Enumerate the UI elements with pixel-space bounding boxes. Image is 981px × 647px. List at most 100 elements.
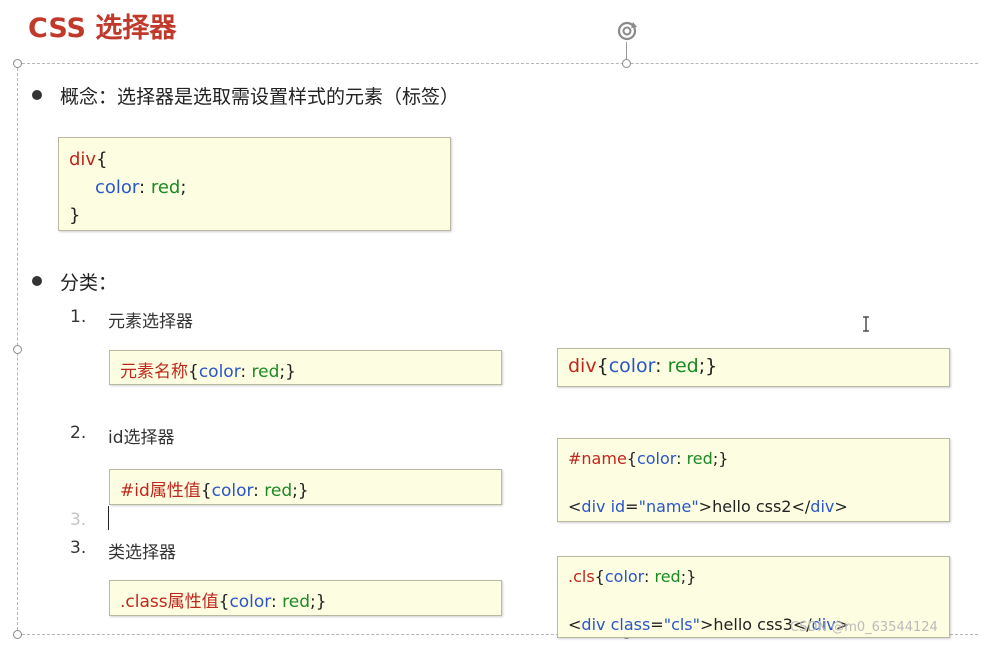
- example-html-line: <div id="name">hello css2</div>: [568, 495, 949, 519]
- example-rule-close: ;}: [680, 567, 697, 586]
- concept-text: 概念：选择器是选取需设置样式的元素（标签）: [60, 86, 460, 108]
- example-rule-line: #name{color: red;}: [568, 447, 949, 471]
- syntax-open-brace: {: [218, 592, 230, 612]
- code-semicolon: ;: [180, 177, 187, 198]
- classification-label: 分类：: [60, 272, 118, 294]
- list-item-element-selector: 元素选择器: [108, 312, 193, 332]
- rotate-handle-icon[interactable]: [614, 18, 640, 44]
- bullet-icon: [32, 90, 42, 100]
- resize-handle-top-center[interactable]: [622, 59, 631, 68]
- syntax-open-brace: {: [200, 481, 212, 501]
- text-cursor-icon: [861, 316, 871, 332]
- example-rule-colon: :: [676, 449, 687, 468]
- example-rule-value: red: [686, 449, 713, 468]
- example-rule-property: color: [604, 567, 644, 586]
- example-html-line: <div class="cls">hello css3</div>: [568, 613, 949, 637]
- syntax-selector: .class属性值: [120, 592, 219, 612]
- selection-border-bottom: [17, 634, 978, 635]
- syntax-property: color: [198, 362, 241, 382]
- example-rule-open: {: [626, 449, 637, 468]
- list-item-class-selector: 类选择器: [108, 543, 176, 563]
- html-gt: >: [700, 615, 714, 634]
- example-selector: div: [568, 355, 597, 377]
- watermark: CSDN @m0_63544124: [790, 620, 938, 635]
- html-eq: =: [625, 497, 639, 516]
- code-value: red: [150, 177, 181, 198]
- syntax-colon: :: [271, 592, 283, 612]
- example-spacer: [568, 589, 949, 613]
- example-rule-property: color: [636, 449, 677, 468]
- example-value: red: [667, 355, 699, 377]
- example-open-brace: {: [596, 355, 609, 377]
- html-end-lt: </: [792, 615, 812, 634]
- list-number-2: 2.: [70, 423, 87, 443]
- html-gt: >: [698, 497, 713, 516]
- syntax-colon: :: [253, 481, 265, 501]
- html-text: hello css3: [713, 615, 793, 634]
- example-rule-close: ;}: [712, 449, 729, 468]
- code-colon: :: [139, 177, 151, 198]
- syntax-property: color: [229, 592, 271, 612]
- text-caret[interactable]: [108, 506, 109, 530]
- syntax-colon: :: [240, 362, 252, 382]
- element-selector-example-box: div{color: red;}: [557, 348, 950, 387]
- element-selector-syntax-box: 元素名称{color: red;}: [109, 350, 502, 385]
- example-rule-value: red: [654, 567, 681, 586]
- example-colon: :: [655, 355, 668, 377]
- html-lt: <: [568, 497, 582, 516]
- resize-handle-bottom-left[interactable]: [13, 630, 22, 639]
- syntax-value: red: [251, 362, 280, 382]
- list-number-1: 1.: [70, 307, 87, 327]
- syntax-close: ;}: [292, 481, 309, 501]
- code-property: color: [95, 177, 140, 198]
- slide-title: CSS 选择器: [28, 13, 177, 44]
- stray-list-number: 3.: [70, 510, 87, 530]
- resize-handle-top-left[interactable]: [13, 59, 22, 68]
- html-tag: div: [581, 497, 606, 516]
- code-selector: div: [69, 149, 97, 170]
- example-spacer: [568, 471, 949, 495]
- rotate-handle-connector: [626, 42, 627, 62]
- syntax-open-brace: {: [188, 362, 199, 382]
- selection-border-top: [17, 63, 978, 64]
- example-rule-selector: .cls: [568, 567, 595, 586]
- code-line-2: color: red;: [69, 174, 450, 202]
- html-attr-value: "name": [638, 497, 699, 516]
- code-open-brace: {: [96, 149, 108, 170]
- syntax-value: red: [282, 592, 311, 612]
- html-tag: div: [581, 615, 606, 634]
- html-end-lt: </: [791, 497, 811, 516]
- class-selector-syntax-box: .class属性值{color: red;}: [109, 580, 502, 616]
- html-eq: =: [650, 615, 664, 634]
- syntax-selector: #id属性值: [120, 481, 201, 501]
- example-rule-line: .cls{color: red;}: [568, 565, 949, 589]
- html-text: hello css2: [712, 497, 792, 516]
- html-end-gt: >: [834, 497, 848, 516]
- html-end-gt: >: [835, 615, 850, 634]
- html-lt: <: [568, 615, 582, 634]
- syntax-value: red: [264, 481, 293, 501]
- example-rule-selector: #name: [568, 449, 627, 468]
- class-selector-example-box: .cls{color: red;} <div class="cls">hello…: [557, 556, 950, 638]
- syntax-close: ;}: [279, 362, 296, 382]
- code-close-brace: }: [69, 205, 81, 226]
- html-attr-value: "cls": [663, 615, 700, 634]
- code-line-3: }: [69, 202, 450, 230]
- code-line-1: div{: [69, 146, 450, 174]
- list-number-3: 3.: [70, 538, 87, 558]
- html-attr: id: [605, 497, 626, 516]
- syntax-property: color: [211, 481, 254, 501]
- html-attr: class: [605, 615, 651, 634]
- syntax-close: ;}: [310, 592, 327, 612]
- example-close: ;}: [698, 355, 718, 377]
- resize-handle-middle-left[interactable]: [13, 345, 22, 354]
- list-item-id-selector: id选择器: [108, 428, 175, 448]
- html-end-tag: div: [810, 497, 835, 516]
- id-selector-syntax-box: #id属性值{color: red;}: [109, 469, 502, 505]
- bullet-icon: [32, 276, 42, 286]
- id-selector-example-box: #name{color: red;} <div id="name">hello …: [557, 438, 950, 522]
- example-rule-colon: :: [643, 567, 655, 586]
- syntax-selector: 元素名称: [120, 362, 188, 382]
- example-rule-open: {: [594, 567, 605, 586]
- concept-code-box: div{ color: red; }: [58, 137, 451, 231]
